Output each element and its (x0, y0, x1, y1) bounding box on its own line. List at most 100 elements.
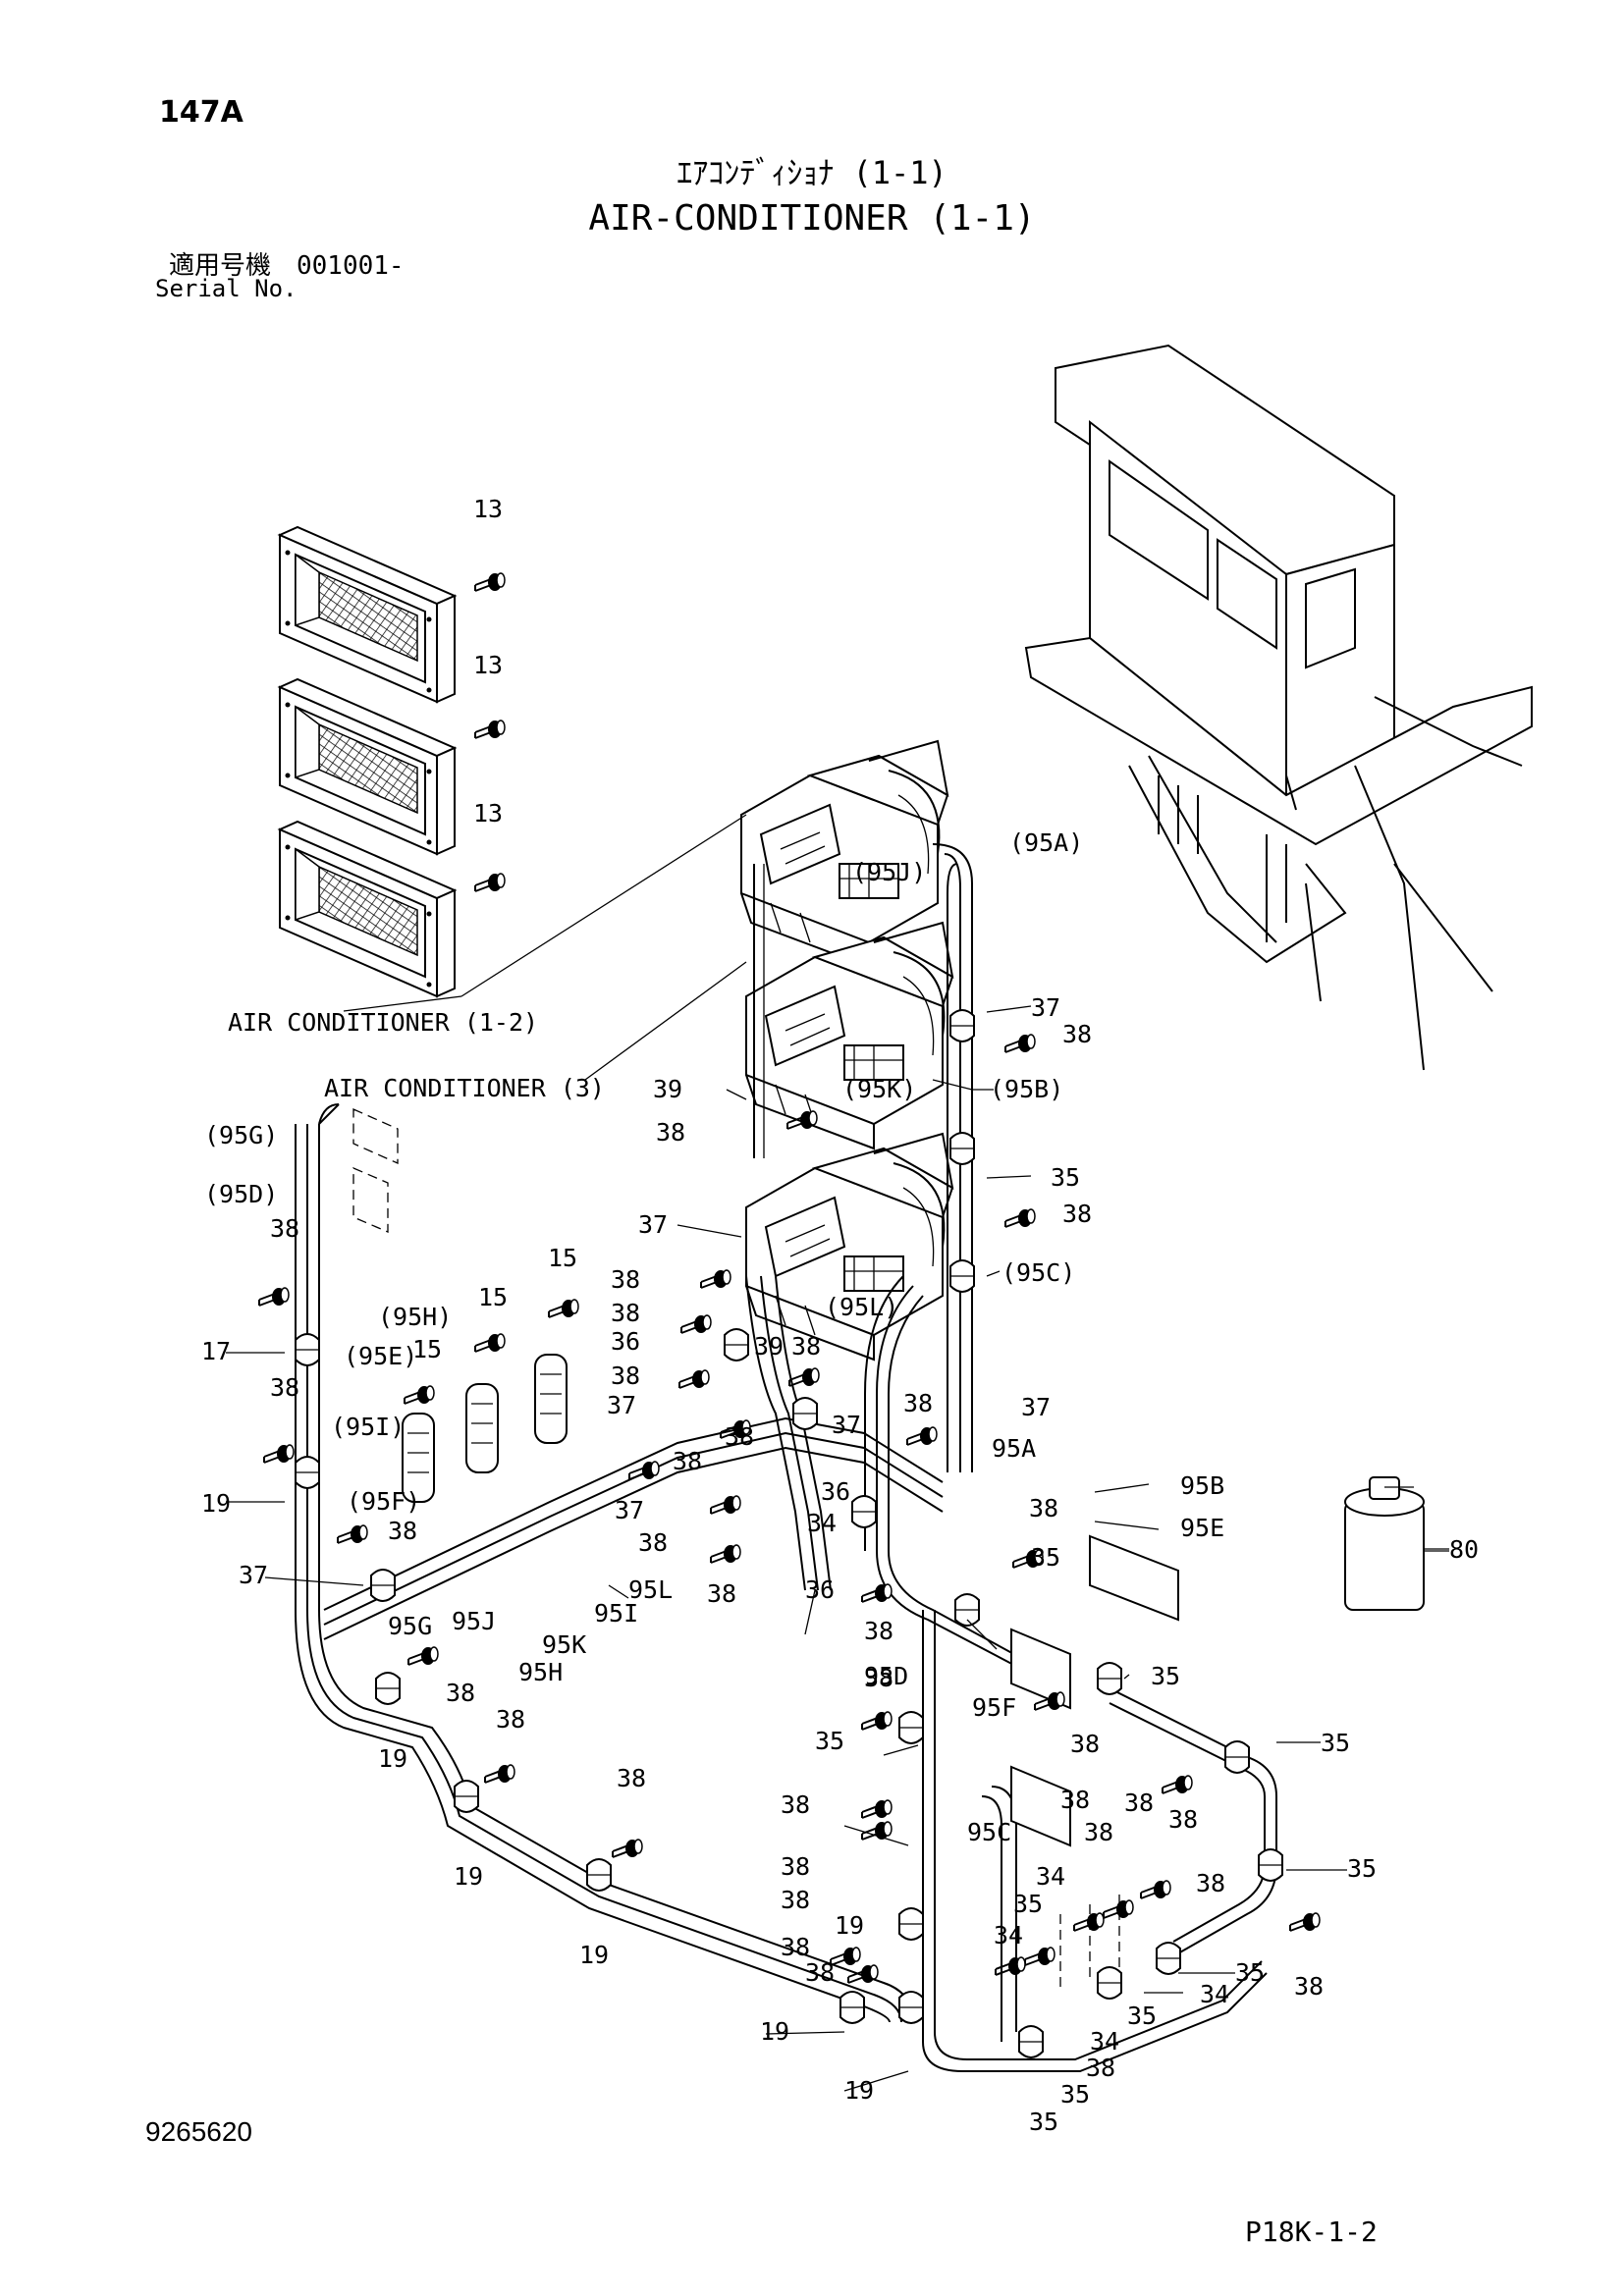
serial-label-japanese: 適用号機 001001- (169, 251, 405, 281)
label-95F: 95F (972, 1693, 1016, 1722)
label-38m: 38 (270, 1214, 299, 1243)
label-38q: 38 (864, 1617, 893, 1645)
label-95D: 95D (864, 1662, 908, 1690)
label-95E-ref: (95E) (344, 1342, 417, 1370)
label-37c: 37 (607, 1391, 636, 1419)
label-38j: 38 (673, 1447, 702, 1475)
callout-air-conditioner-1-2: AIR CONDITIONER (1-2) (228, 1008, 538, 1037)
label-37d: 37 (1021, 1393, 1051, 1421)
label-38l: 38 (638, 1528, 668, 1557)
hose-bundles (864, 843, 1042, 1670)
label-36c: 36 (805, 1575, 835, 1604)
label-38p: 38 (707, 1579, 736, 1608)
label-38e: 38 (611, 1299, 640, 1327)
air-conditioner-units (740, 740, 953, 1361)
left-pipe (295, 1103, 914, 2023)
label-35h: 35 (1235, 1958, 1265, 1987)
label-34b: 34 (1036, 1862, 1065, 1891)
label-39a: 39 (653, 1075, 682, 1103)
label-13a: 13 (473, 495, 503, 523)
label-38c: 38 (1062, 1200, 1092, 1228)
label-38f: 38 (791, 1332, 821, 1361)
label-35k: 35 (1029, 2108, 1058, 2136)
label-95C-ref: (95C) (1001, 1258, 1075, 1287)
receiver-tank (1344, 1476, 1449, 1611)
label-95B: 95B (1180, 1471, 1224, 1500)
label-34a: 34 (807, 1509, 837, 1537)
label-19f: 19 (760, 2017, 789, 2046)
label-15a: 15 (548, 1244, 577, 1272)
label-38af: 38 (1294, 1972, 1324, 2001)
label-19c: 19 (454, 1862, 483, 1891)
label-19g: 19 (844, 2076, 874, 2105)
label-35c: 35 (1151, 1662, 1180, 1690)
cab-illustration (1024, 344, 1533, 1071)
label-95J: 95J (452, 1607, 496, 1635)
label-38ad: 38 (781, 1886, 810, 1914)
label-35g: 35 (1013, 1890, 1043, 1918)
part-labels: 13 13 13 AIR CONDITIONER (1-2) AIR CONDI… (201, 495, 1479, 2136)
label-38ag: 38 (805, 1958, 835, 1987)
title-japanese: ｴｱｺﾝﾃﾞｨｼｮﾅ (1-1) (677, 154, 947, 191)
label-35b: 35 (1031, 1543, 1060, 1572)
label-38g: 38 (611, 1362, 640, 1390)
label-38t: 38 (1070, 1730, 1100, 1758)
label-36b: 36 (821, 1477, 850, 1506)
label-95H: 95H (518, 1658, 563, 1686)
label-95L-ref: (95L) (825, 1293, 898, 1321)
label-38aa: 38 (1084, 1818, 1113, 1846)
label-19e: 19 (579, 1941, 609, 1969)
label-95G-ref: (95G) (204, 1121, 278, 1149)
label-38o: 38 (388, 1517, 417, 1545)
label-19a: 19 (201, 1489, 231, 1518)
label-95J-ref: (95J) (852, 858, 926, 886)
label-95I-ref: (95I) (331, 1413, 405, 1441)
label-35a: 35 (1051, 1163, 1080, 1192)
label-38v: 38 (617, 1764, 646, 1792)
label-19d: 19 (835, 1911, 864, 1940)
label-38a: 38 (1062, 1020, 1092, 1048)
label-95H-ref: (95H) (378, 1303, 452, 1331)
page-number: 147A (159, 95, 244, 130)
document-number: 9265620 (145, 2116, 253, 2147)
label-13b: 13 (473, 651, 503, 679)
label-38d: 38 (611, 1265, 640, 1294)
label-15b: 15 (478, 1283, 508, 1311)
label-38i: 38 (725, 1422, 754, 1451)
label-34e: 34 (1090, 2027, 1119, 2056)
label-80: 80 (1449, 1535, 1479, 1564)
label-95K: 95K (542, 1630, 586, 1659)
label-19b: 19 (378, 1744, 407, 1773)
label-38ah: 38 (1086, 2054, 1115, 2082)
plate-number: P18K-1-2 (1245, 2216, 1378, 2248)
label-38w: 38 (1168, 1805, 1198, 1834)
label-95D-ref: (95D) (204, 1180, 278, 1208)
label-37f: 37 (615, 1496, 644, 1524)
label-34c: 34 (994, 1921, 1023, 1949)
label-95K-ref: (95K) (842, 1075, 916, 1103)
label-95A: 95A (992, 1434, 1036, 1463)
label-95F-ref: (95F) (347, 1487, 420, 1516)
air-filter-grilles (279, 526, 506, 997)
callout-air-conditioner-3: AIR CONDITIONER (3) (324, 1074, 605, 1102)
label-39b: 39 (754, 1332, 784, 1361)
label-95G: 95G (388, 1612, 432, 1640)
label-37e: 37 (832, 1411, 861, 1439)
label-38ab: 38 (781, 1852, 810, 1881)
label-15c: 15 (412, 1335, 442, 1363)
label-95I: 95I (594, 1599, 638, 1628)
label-95E: 95E (1180, 1514, 1224, 1542)
middle-pipe-run (323, 1275, 944, 1640)
label-35j: 35 (1060, 2080, 1090, 2109)
label-35d: 35 (815, 1727, 844, 1755)
label-37g: 37 (239, 1561, 268, 1589)
label-95L: 95L (628, 1575, 673, 1604)
label-37b: 37 (638, 1210, 668, 1239)
label-95A-ref: (95A) (1009, 828, 1083, 857)
label-38n: 38 (270, 1373, 299, 1402)
label-35e: 35 (1321, 1729, 1350, 1757)
label-38x: 38 (781, 1790, 810, 1819)
label-37a: 37 (1031, 993, 1060, 1022)
label-95C: 95C (967, 1818, 1011, 1846)
label-38u: 38 (496, 1705, 525, 1734)
